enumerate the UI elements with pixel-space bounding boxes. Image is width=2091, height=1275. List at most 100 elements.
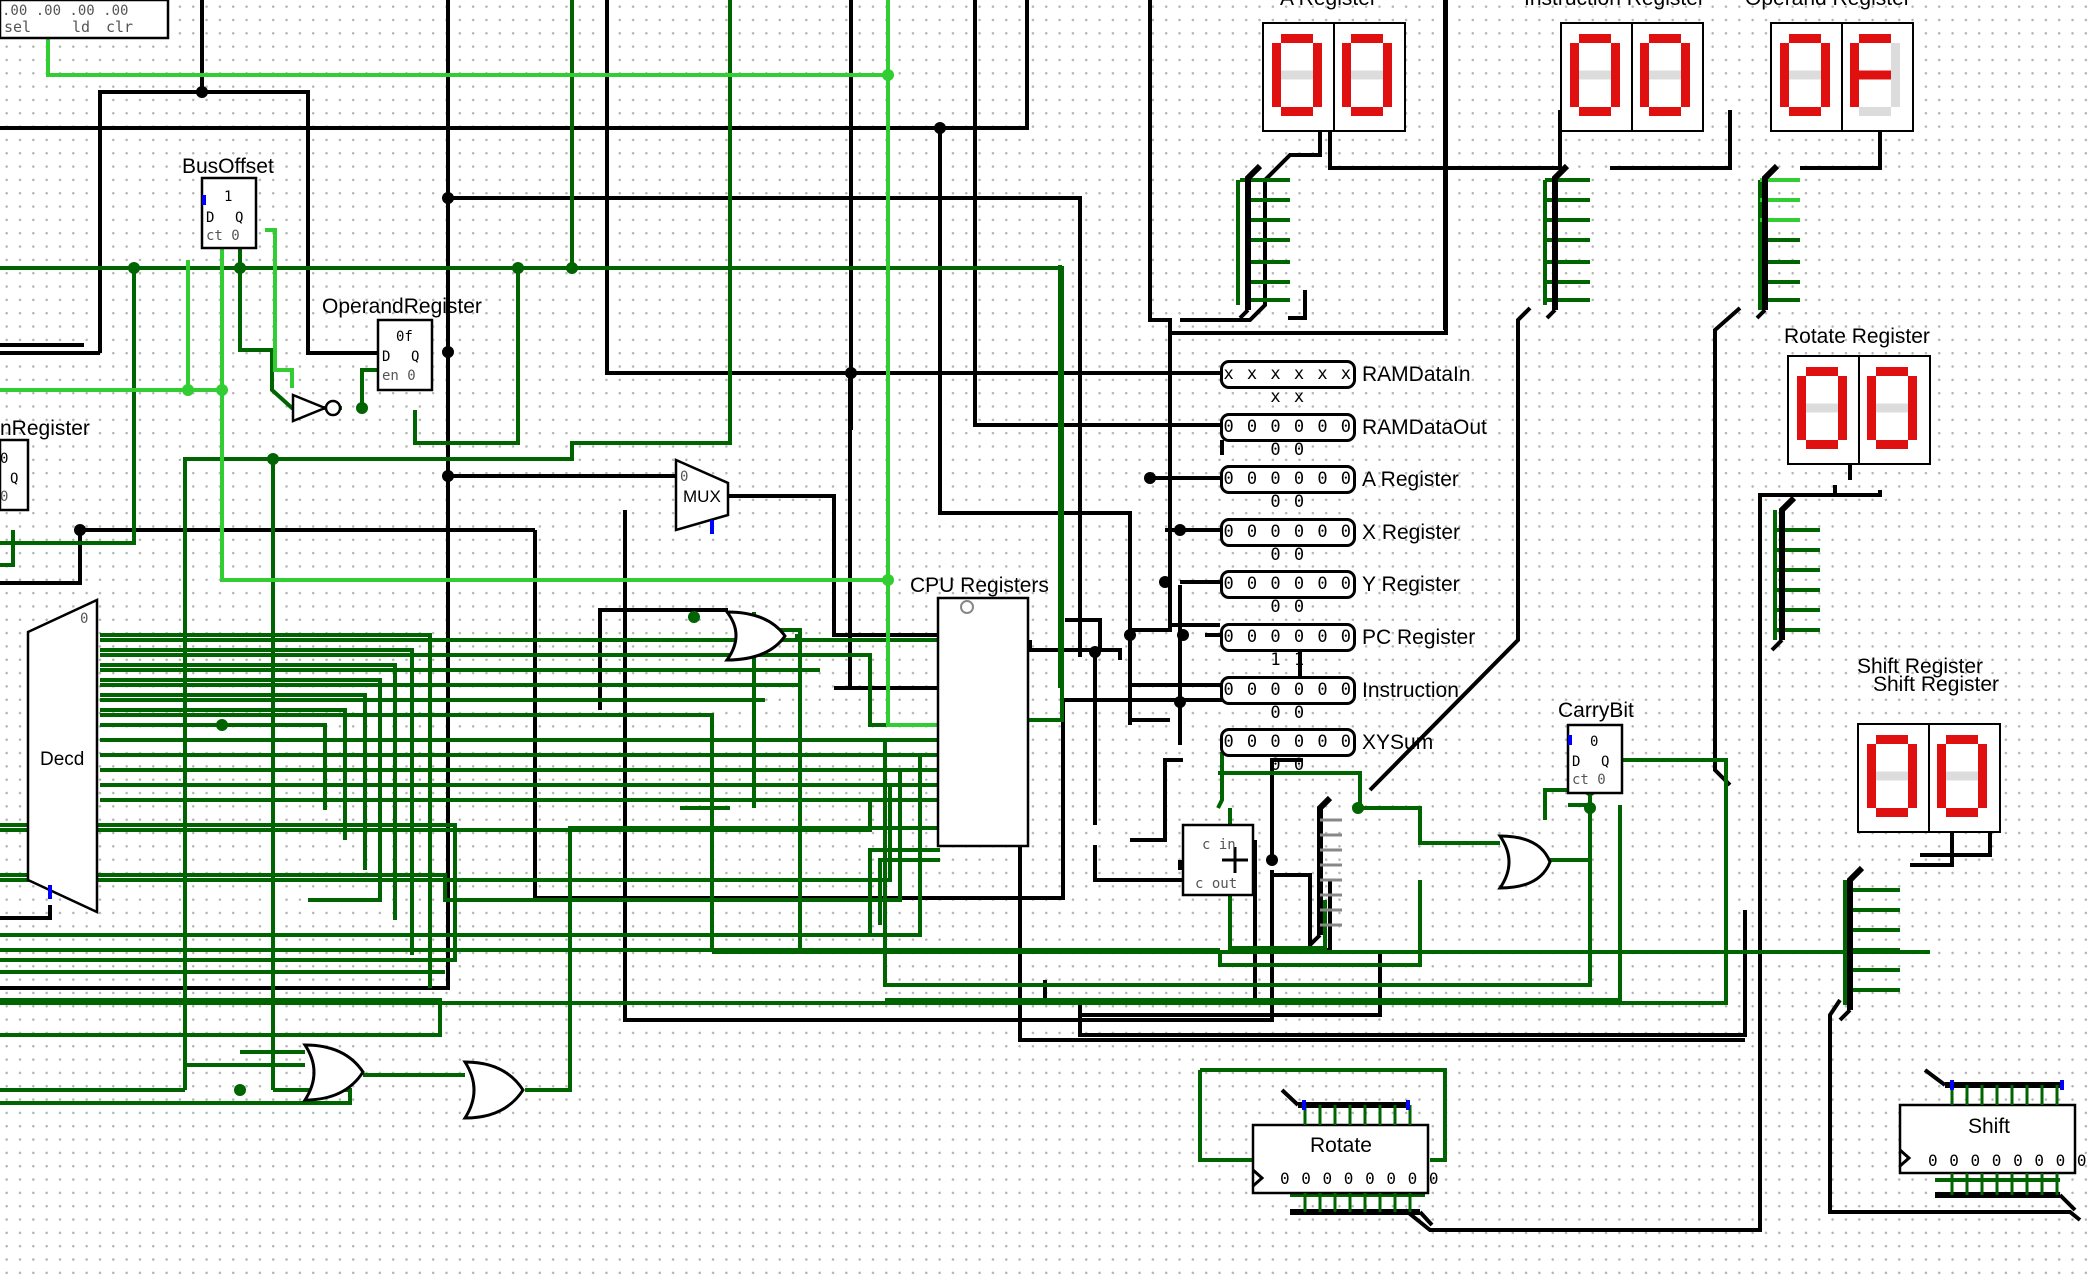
mux-label: MUX [683, 487, 721, 506]
operand-register-display [1770, 22, 1914, 132]
rotate-register-display-digit0-seg-e [1797, 408, 1806, 440]
or-gates [302, 610, 1552, 1120]
rotate-register-display-digit1-seg-b [1908, 376, 1917, 408]
instruction-register-display-digit1-seg-b [1681, 43, 1690, 75]
probe-label-7: XYSum [1362, 731, 1434, 755]
shift-register-display-digit0-seg-c [1908, 776, 1917, 808]
operand-register-display-digit0-seg-f [1780, 43, 1789, 75]
shift-register-display-digit1-seg-g [1946, 771, 1978, 781]
blue-pins [48, 195, 2064, 1110]
pin-sel-label: sel [4, 18, 32, 36]
operand-register-display-digit1-seg-e [1850, 75, 1859, 107]
a-register-display-digit1-seg-e [1342, 75, 1351, 107]
bus-offset-clr-pin: ct 0 [206, 228, 240, 244]
rotate-register-display-digit0-seg-c [1838, 408, 1847, 440]
instruction-register-display-digit0-seg-f [1570, 43, 1579, 75]
carry-bit-flipflop[interactable] [1566, 723, 1624, 795]
decoder-zero: 0 [80, 611, 89, 627]
high-junctions [182, 69, 894, 586]
rotate-register-display-digit1-seg-d [1876, 440, 1908, 449]
carry-bit-q-pin: Q [1601, 754, 1610, 770]
not-gate [291, 393, 329, 423]
pin-ld-label: ld [72, 18, 91, 36]
shift-block[interactable] [1898, 1103, 2077, 1175]
instruction-register-display-digit0-seg-a [1579, 34, 1611, 43]
operand-register-q-pin: Q [411, 349, 420, 365]
rotate-label: Rotate [1310, 1134, 1372, 1157]
a-register-display-digit0-seg-e [1272, 75, 1281, 107]
decoder-label: Decd [40, 749, 85, 770]
operand-register-label: OperandRegister [322, 295, 482, 318]
rotate-value: 0 0 0 0 0 0 0 0 [1280, 1169, 1440, 1188]
probe-value-5: 0 0 0 0 0 0 1 1 [1220, 623, 1356, 670]
mux-block[interactable] [674, 458, 730, 532]
a-register-display-digit1-seg-d [1351, 107, 1383, 116]
shift-register-display-digit0-seg-g [1876, 771, 1908, 781]
operand-register-display-digit1-seg-b [1891, 43, 1900, 75]
a-register-display-digit0-seg-b [1313, 43, 1322, 75]
in-register-zero: 0 [0, 489, 9, 505]
operand-register-display-digit0-seg-g [1789, 70, 1821, 80]
a-register-display-digit0-seg-g [1281, 70, 1313, 80]
a-register-display-digit0-seg-d [1281, 107, 1313, 116]
rotate-register-display-digit1-seg-f [1867, 376, 1876, 408]
top-left-register-box[interactable] [0, 0, 170, 40]
rotate-register-display-digit0-seg-b [1838, 376, 1847, 408]
rotate-register-display-digit1-seg-a [1876, 367, 1908, 376]
rotate-register-display-digit0-seg-g [1806, 403, 1838, 413]
in-register-q-pin: Q [10, 471, 19, 487]
instruction-register-display-digit1-seg-e [1640, 75, 1649, 107]
shift-register-display-digit1-seg-b [1978, 744, 1987, 776]
rotate-register-display-digit1-seg-e [1867, 408, 1876, 440]
adder-block[interactable] [1181, 823, 1255, 897]
decoder-block[interactable] [26, 598, 99, 914]
instruction-register-display-digit1-seg-f [1640, 43, 1649, 75]
rotate-block[interactable] [1251, 1123, 1430, 1195]
shift-register-label-b: Shift Register [1873, 673, 2000, 696]
bus-offset-d-pin: D [206, 210, 215, 226]
operand-register-flipflop[interactable] [376, 318, 434, 392]
rotate-register-display-digit1-seg-c [1908, 408, 1917, 440]
operand-register-display-digit0-seg-a [1789, 34, 1821, 43]
mux-zero: 0 [680, 469, 689, 485]
rotate-register-display-digit1-seg-g [1876, 403, 1908, 413]
instruction-register-display [1560, 22, 1704, 132]
operand-register-display-digits [1780, 24, 1900, 130]
in-register-flipflop[interactable] [0, 438, 30, 512]
cpu-registers-label: CPU Registers [910, 574, 1049, 597]
probe-value-3: 0 0 0 0 0 0 0 0 [1220, 517, 1356, 565]
probe-label-2: A Register [1362, 468, 1459, 492]
not-gate-bubble [324, 399, 342, 417]
instruction-register-display-digit0-seg-e [1570, 75, 1579, 107]
instruction-register-display-digit0-seg-c [1611, 75, 1620, 107]
shift-register-display-digit0-seg-e [1867, 776, 1876, 808]
probe-label-4: Y Register [1362, 573, 1460, 597]
operand-register-display-digit0-seg-d [1789, 107, 1821, 116]
or-gate-1 [723, 610, 787, 662]
top-left-bits: .00 .00 .00 .00 [2, 3, 129, 19]
a-register-display-digit0-seg-c [1313, 75, 1322, 107]
a-register-title: A Register [1280, 0, 1377, 9]
in-register-label: nRegister [0, 417, 90, 440]
in-register-value: 0 [0, 451, 9, 467]
carry-bit-value: 0 [1590, 734, 1599, 750]
bus-offset-flipflop[interactable] [200, 176, 258, 250]
a-register-display-digit0-seg-f [1272, 43, 1281, 75]
shift-register-display-digit1-seg-a [1946, 735, 1978, 744]
probe-label-0: RAMDataIn [1362, 363, 1471, 386]
rotate-register-label: Rotate Register [1784, 325, 1930, 348]
operand-register-display-digit1-seg-g [1859, 70, 1891, 80]
adder-cin: c in [1202, 837, 1236, 853]
rotate-register-display-digit0-seg-f [1797, 376, 1806, 408]
instruction-register-display-digit0-seg-d [1579, 107, 1611, 116]
low-junctions [128, 262, 1596, 1096]
instruction-register-display-digit0-seg-b [1611, 43, 1620, 75]
shift-register-display-digits [1867, 725, 1987, 831]
operand-register-display-digit0-seg-e [1780, 75, 1789, 107]
shift-register-display [1857, 723, 2001, 833]
cpu-registers-block[interactable] [936, 596, 1030, 848]
probe-label-6: Instruction [1362, 678, 1459, 702]
operand-register-display-digit1-seg-c [1891, 75, 1900, 107]
probe-value-4: 0 0 0 0 0 0 0 0 [1220, 570, 1356, 617]
shift-value: 0 0 0 0 0 0 0 0 [1928, 1151, 2088, 1170]
